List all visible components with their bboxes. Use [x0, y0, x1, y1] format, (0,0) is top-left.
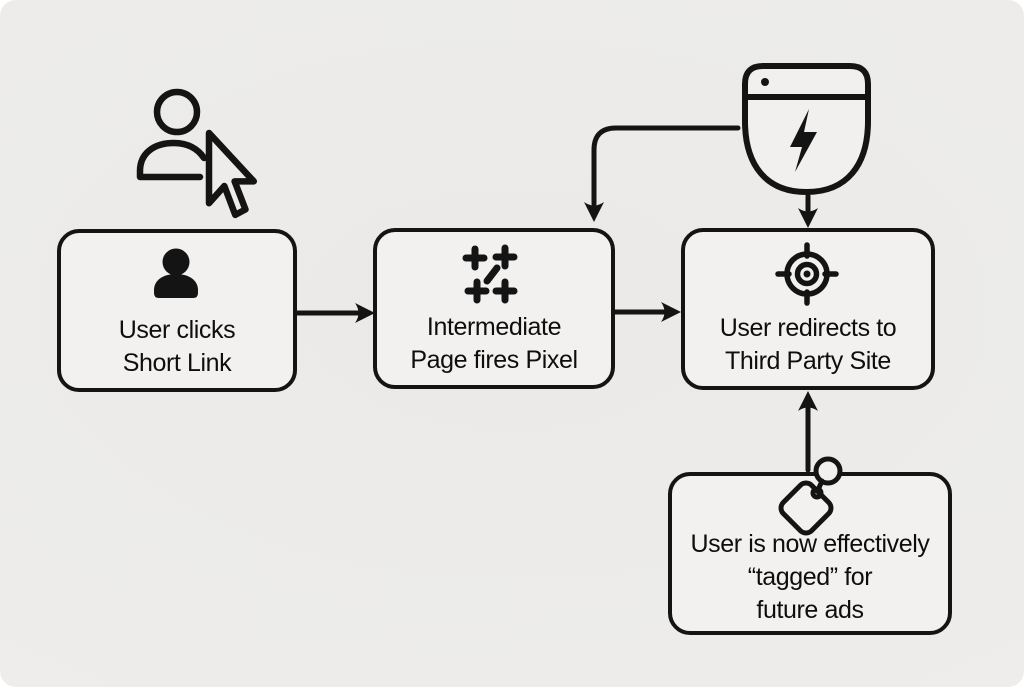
- arrow-shield-to-box2: [584, 125, 741, 222]
- arrowhead-up: [798, 391, 818, 411]
- arrow-box4-to-box3: [798, 391, 818, 473]
- cursor-icon: [209, 133, 254, 215]
- label-line: User clicks: [118, 316, 236, 344]
- shield-body: [742, 63, 871, 196]
- node-label: User redirects to Third Party Site: [663, 312, 953, 378]
- browser-shield-zap-icon: [742, 63, 871, 196]
- arrowhead-down: [798, 208, 818, 228]
- label-line: Intermediate: [426, 313, 562, 341]
- label-line: “tagged” for: [747, 563, 873, 591]
- label-line: Page fires Pixel: [410, 346, 578, 374]
- arrowhead-down: [584, 202, 604, 222]
- user-with-cursor-icon: [136, 88, 254, 215]
- label-line: future ads: [756, 596, 864, 624]
- node-user-clicks-short-link: User clicks Short Link: [57, 229, 297, 392]
- label-line: Third Party Site: [725, 347, 891, 375]
- user-shoulders: [136, 139, 208, 181]
- label-line: Short Link: [122, 349, 232, 377]
- node-label: User clicks Short Link: [39, 314, 315, 380]
- node-user-redirects-third-party: User redirects to Third Party Site: [681, 228, 935, 390]
- user-head: [153, 88, 201, 136]
- arrow-shield-to-box3: [798, 193, 818, 228]
- label-line: User is now effectively: [690, 530, 930, 558]
- node-label: Intermediate Page fires Pixel: [355, 311, 633, 377]
- node-label: User is now effectively “tagged” for fut…: [650, 528, 970, 627]
- node-user-tagged-future-ads: User is now effectively “tagged” for fut…: [668, 472, 952, 635]
- label-line: User redirects to: [719, 314, 897, 342]
- node-intermediate-page-fires-pixel: Intermediate Page fires Pixel: [373, 228, 615, 389]
- zap-icon: [790, 109, 817, 172]
- browser-dot: [761, 78, 769, 86]
